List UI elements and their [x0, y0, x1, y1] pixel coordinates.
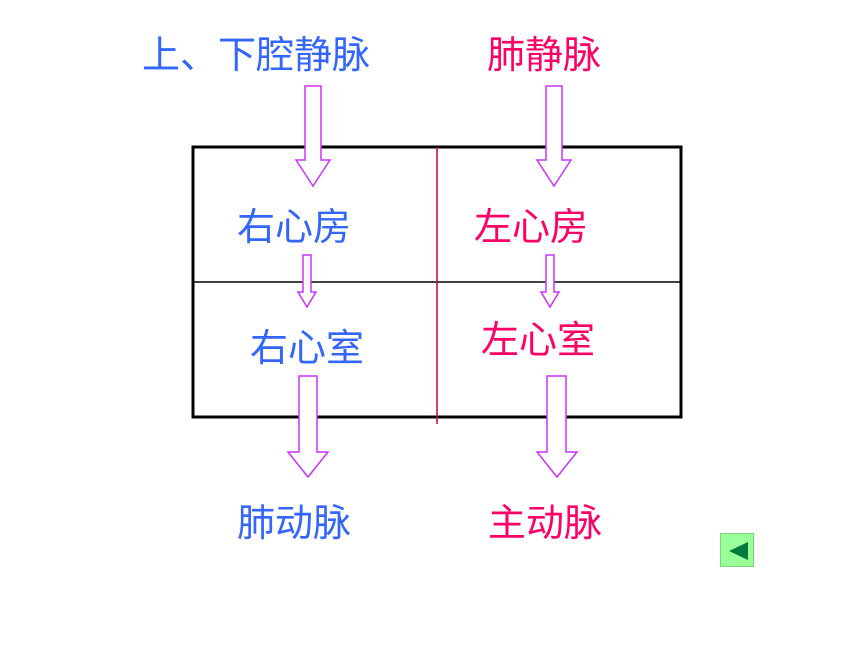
- label-pulmonary-artery: 肺动脉: [237, 501, 352, 545]
- label-left-atrium: 左心房: [474, 205, 589, 249]
- arrow-pulmonary-vein-to-left-atrium: [535, 85, 573, 188]
- arrow-right-atrium-to-right-ventricle: [296, 254, 318, 309]
- arrow-left-ventricle-to-aorta: [535, 375, 579, 479]
- triangle-left-icon: [729, 542, 748, 560]
- arrow-left-atrium-to-left-ventricle: [539, 254, 561, 309]
- label-vena-cava: 上、下腔静脉: [142, 33, 371, 77]
- arrow-right-ventricle-to-pulmonary-artery: [286, 375, 330, 479]
- label-right-atrium: 右心房: [237, 205, 352, 249]
- label-left-ventricle: 左心室: [481, 318, 596, 362]
- label-pulmonary-vein: 肺静脉: [487, 33, 602, 77]
- label-aorta: 主动脉: [488, 501, 603, 545]
- label-right-ventricle: 右心室: [250, 326, 365, 370]
- arrow-vena-cava-to-right-atrium: [294, 85, 332, 188]
- back-button[interactable]: [720, 533, 754, 567]
